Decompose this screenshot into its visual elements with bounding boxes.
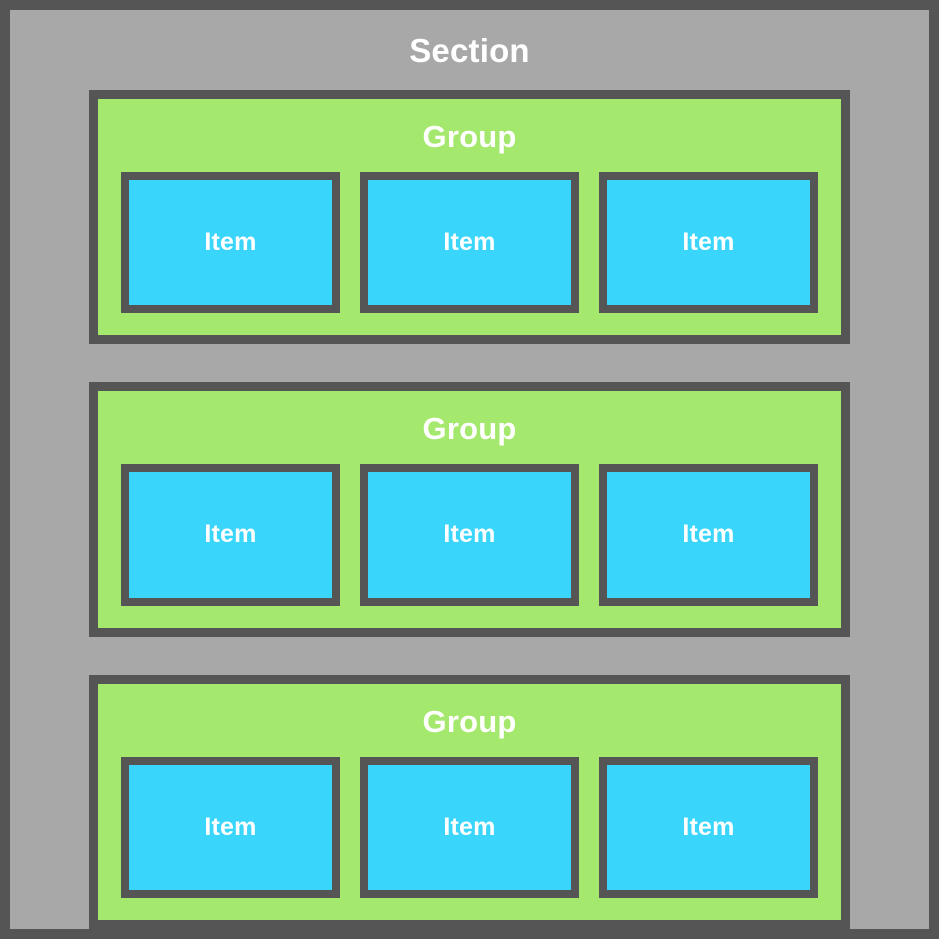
item-box[interactable]: Item: [599, 464, 818, 606]
group-container[interactable]: Group Item Item Item: [89, 90, 850, 345]
item-label: Item: [682, 520, 735, 549]
group-title: Group: [422, 119, 517, 154]
item-box[interactable]: Item: [121, 756, 340, 898]
item-box[interactable]: Item: [121, 172, 340, 314]
item-box[interactable]: Item: [121, 464, 340, 606]
group-title: Group: [422, 703, 517, 739]
item-label: Item: [204, 812, 257, 841]
item-label: Item: [204, 228, 257, 257]
item-label: Item: [204, 520, 257, 549]
section-title: Section: [409, 32, 530, 69]
item-label: Item: [682, 812, 735, 841]
group-title: Group: [422, 411, 517, 447]
item-label: Item: [443, 228, 496, 257]
item-label: Item: [443, 520, 496, 549]
item-box[interactable]: Item: [360, 464, 579, 606]
item-box[interactable]: Item: [360, 756, 579, 898]
item-row: Item Item Item: [121, 464, 818, 627]
item-box[interactable]: Item: [599, 756, 818, 898]
item-label: Item: [682, 228, 735, 257]
item-row: Item Item Item: [121, 172, 818, 335]
item-box[interactable]: Item: [360, 172, 579, 314]
item-box[interactable]: Item: [599, 172, 818, 314]
group-stack: Group Item Item Item Group Item: [89, 90, 850, 929]
item-label: Item: [443, 812, 496, 841]
group-container[interactable]: Group Item Item Item: [89, 382, 850, 637]
item-row: Item Item Item: [121, 756, 818, 920]
group-container[interactable]: Group Item Item Item: [89, 674, 850, 929]
